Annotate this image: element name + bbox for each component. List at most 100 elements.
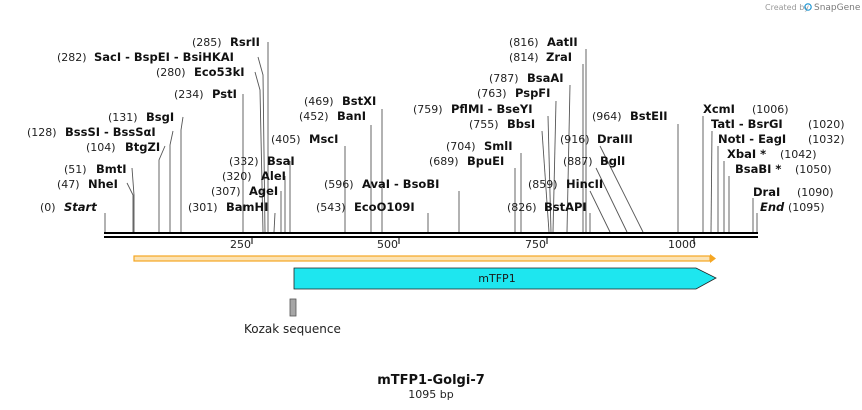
site-pos: (1095) <box>788 201 825 214</box>
site-name: BsgI <box>146 110 174 124</box>
site-pos: (755) <box>469 118 499 131</box>
tick-label: 1000 <box>668 238 696 251</box>
site-line-bmti <box>131 167 135 232</box>
plasmid-length: 1095 bp <box>408 388 453 401</box>
site-name: EcoO109I <box>354 200 415 214</box>
site-pos: (814) <box>509 51 539 64</box>
orf-arrowhead-icon <box>710 254 716 263</box>
site-name: AatII <box>547 35 578 49</box>
site-name: BstAPI <box>544 200 587 214</box>
site-name: ZraI <box>546 50 572 64</box>
site-pos: (859) <box>528 178 558 191</box>
mtfp1-arrow <box>293 267 717 290</box>
site-pos: (131) <box>108 111 138 124</box>
site-pos: (104) <box>86 141 116 154</box>
site-line-nhei <box>126 182 134 232</box>
site-pos: (0) <box>40 201 56 214</box>
tick-label: 500 <box>377 238 398 251</box>
site-pos: (596) <box>324 178 354 191</box>
site-line-bsgi <box>180 116 184 232</box>
site-name: Start <box>64 200 97 214</box>
site-name: SmlI <box>484 139 513 153</box>
site-line-bgli <box>595 167 628 233</box>
kozak-label: Kozak sequence <box>244 322 341 336</box>
site-pos: (282) <box>57 51 87 64</box>
site-name: BbsI <box>507 117 535 131</box>
site-pos: (320) <box>222 170 252 183</box>
site-pos: (964) <box>592 110 622 123</box>
site-pos: (234) <box>174 88 204 101</box>
site-name: End <box>760 200 785 214</box>
orf-bar <box>133 255 711 262</box>
site-name: AleI <box>261 169 286 183</box>
credit-brand: SnapGene <box>814 3 861 13</box>
site-pos: (916) <box>560 133 590 146</box>
backbone-top-strand <box>104 232 758 234</box>
site-line-bsaai <box>566 84 571 233</box>
site-lines <box>104 42 758 233</box>
mtfp1-label: mTFP1 <box>478 272 515 285</box>
tick-label: 250 <box>230 238 251 251</box>
site-name: XcmI <box>703 102 735 116</box>
site-name: BsaAI <box>527 71 564 85</box>
mtfp1-feature[interactable]: mTFP1 <box>293 267 717 290</box>
site-name: XbaI * <box>727 147 766 161</box>
site-line-bamhi <box>273 212 276 233</box>
site-pos: (332) <box>229 155 259 168</box>
site-name: AvaI - BsoBI <box>362 177 439 191</box>
site-pos: (128) <box>27 126 57 139</box>
site-name: BglI <box>600 154 625 168</box>
site-name: RsrII <box>230 35 260 49</box>
site-line-draiii <box>599 145 644 233</box>
site-name: NheI <box>88 177 118 191</box>
site-pos: (689) <box>429 155 459 168</box>
tick-label: 750 <box>525 238 546 251</box>
backbone-bottom-strand <box>104 236 758 238</box>
site-line-hincii <box>589 190 611 233</box>
site-name: TatI - BsrGI <box>711 117 783 131</box>
site-name: HincII <box>566 177 603 191</box>
site-line-eco53ki <box>254 71 264 233</box>
site-pos: (280) <box>156 66 186 79</box>
site-line-bsssi <box>169 130 174 232</box>
site-line-pspfi <box>552 100 557 233</box>
site-name: SacI - BspEI - BsiHKAI <box>94 50 234 64</box>
site-line-saci <box>257 56 266 233</box>
site-pos: (1042) <box>780 148 817 161</box>
site-pos: (704) <box>446 140 476 153</box>
site-pos: (452) <box>299 110 329 123</box>
site-name: PspFI <box>515 86 550 100</box>
kozak-box <box>289 298 297 317</box>
scale-ticks: 250 500 750 1000 <box>230 238 696 251</box>
site-name: BanI <box>337 109 366 123</box>
site-pos: (1090) <box>797 186 834 199</box>
site-pos: (51) <box>64 163 87 176</box>
orf-feature[interactable] <box>133 254 716 263</box>
site-pos: (763) <box>477 87 507 100</box>
snapgene-logo-icon <box>804 3 812 11</box>
plasmid-title: mTFP1-Golgi-7 <box>377 373 485 388</box>
site-name: MscI <box>309 132 338 146</box>
site-pos: (307) <box>211 185 241 198</box>
site-name: PstI <box>212 87 237 101</box>
site-pos: (826) <box>507 201 537 214</box>
site-pos: (285) <box>192 36 222 49</box>
site-name: BsaBI * <box>735 162 781 176</box>
site-pos: (301) <box>188 201 218 214</box>
site-pos: (887) <box>563 155 593 168</box>
site-pos: (759) <box>413 103 443 116</box>
site-line-bbsi <box>541 130 550 233</box>
site-pos: (787) <box>489 72 519 85</box>
site-pos: (405) <box>271 133 301 146</box>
site-name: BsaI <box>267 154 295 168</box>
site-pos: (1020) <box>808 118 845 131</box>
site-name: PflMI - BseYI <box>451 102 532 116</box>
site-pos: (816) <box>509 36 539 49</box>
site-pos: (47) <box>57 178 80 191</box>
site-name: NotI - EagI <box>718 132 786 146</box>
kozak-feature[interactable] <box>289 298 297 317</box>
site-line-btgzi <box>158 145 166 232</box>
site-name: BtgZI <box>125 140 160 154</box>
site-name: BmtI <box>96 162 127 176</box>
